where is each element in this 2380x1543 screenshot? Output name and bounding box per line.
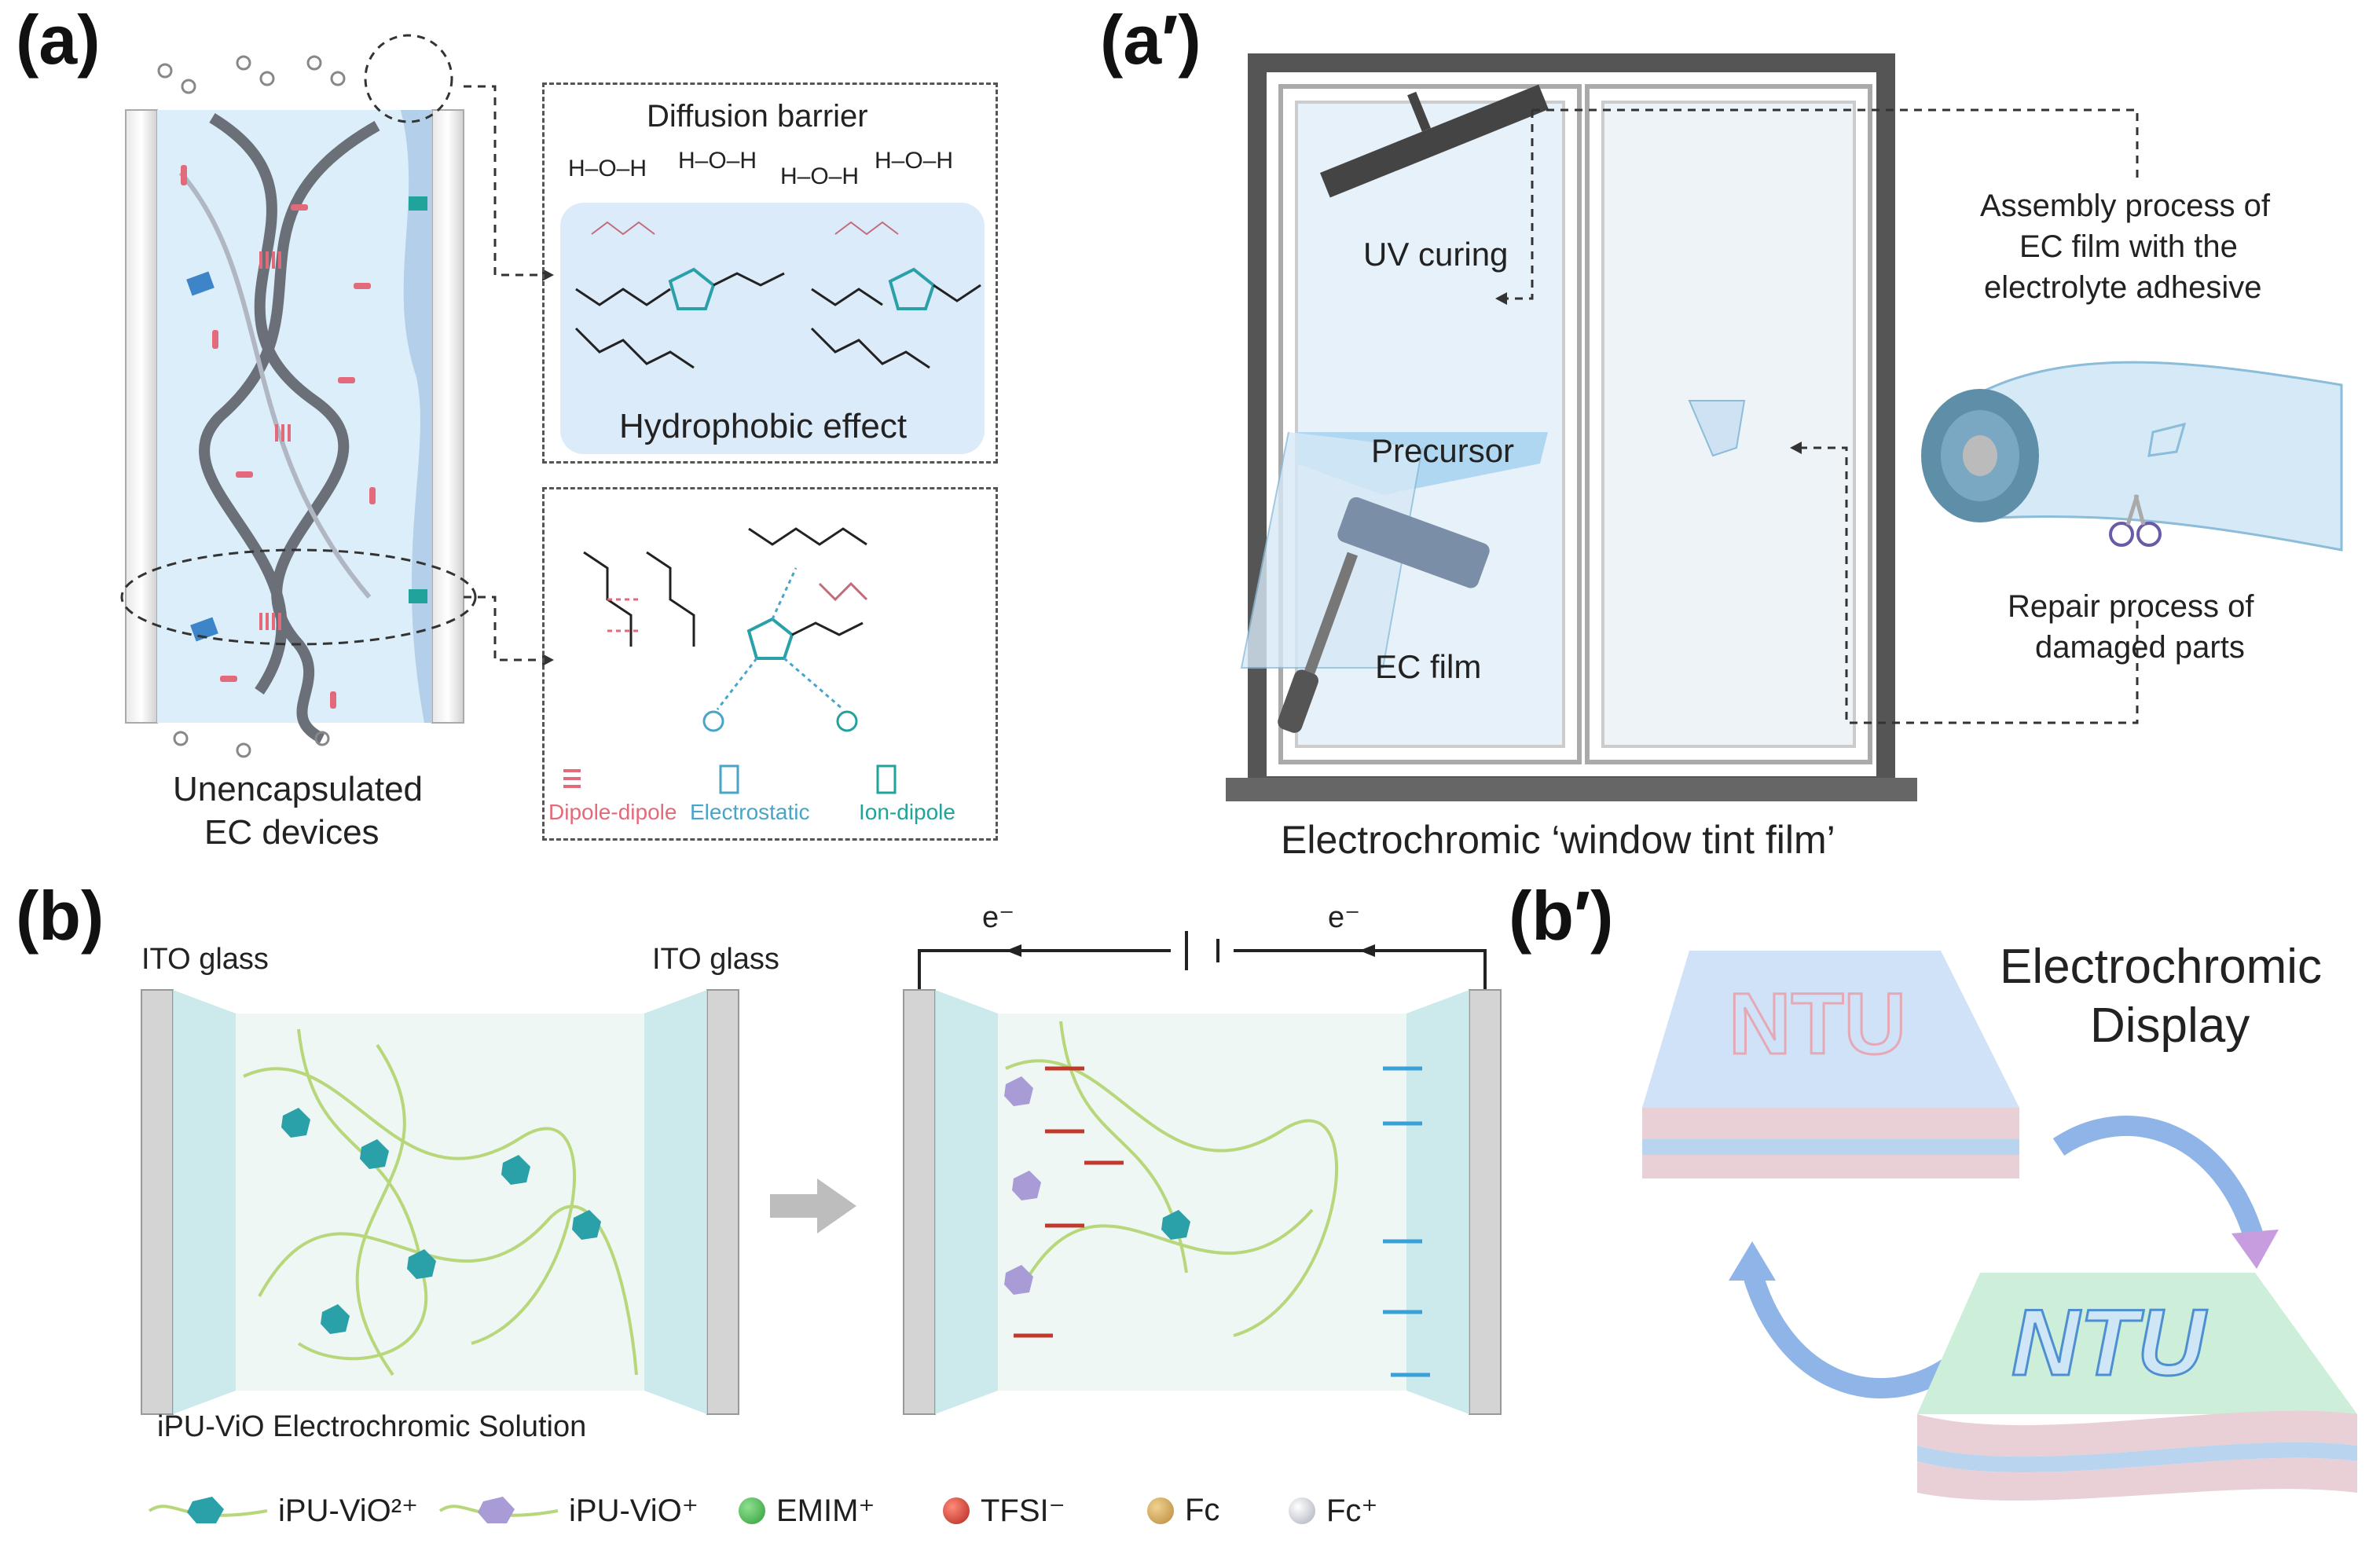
electron-right-label: e⁻ — [1328, 901, 1361, 934]
display-flat-device — [1642, 951, 2019, 1178]
panel-letter-b-prime: (b′) — [1509, 877, 1614, 955]
hydrophobic-effect-label: Hydrophobic effect — [619, 407, 908, 445]
window-callout-arrows — [1495, 108, 2139, 724]
legend-ipu-vio1: iPU-ViO⁺ — [438, 1493, 699, 1529]
legend-fc: Fc — [1147, 1493, 1219, 1528]
transform-arrow-down — [2052, 1116, 2279, 1269]
dipole-dipole-icon — [563, 769, 581, 788]
precursor-label: Precursor — [1371, 432, 1515, 469]
teal-hexagon-icon — [148, 1497, 268, 1523]
diffusion-barrier-title: Diffusion barrier — [647, 99, 868, 134]
ec-cell-after — [903, 931, 1502, 1415]
window-illustration — [1226, 53, 1917, 801]
ito-glass-left-label: ITO glass — [141, 943, 269, 976]
legend-emim-label: EMIM⁺ — [776, 1494, 875, 1528]
ntu-logo-text-flat: NTU — [1727, 975, 1907, 1074]
lilac-hexagon-icon — [438, 1497, 559, 1523]
legend-fc-plus-label: Fc⁺ — [1326, 1494, 1378, 1528]
interactions-box: Dipole-dipole Electrostatic Ion-dipole — [542, 487, 998, 841]
film-roll-illustration — [1921, 361, 2343, 552]
transform-arrow-up — [1729, 1241, 1955, 1398]
ec-cell-before — [141, 989, 739, 1415]
legend-ipu-vio2-label: iPU-ViO²⁺ — [278, 1494, 419, 1528]
process-arrow — [770, 1178, 856, 1233]
panel-letter-a: (a) — [16, 1, 101, 79]
panel-letter-b: (b) — [16, 877, 105, 955]
legend-electrostatic: Electrostatic — [690, 800, 810, 824]
panel-letter-a-prime: (a′) — [1100, 1, 1201, 79]
electron-left-label: e⁻ — [982, 901, 1015, 934]
legend-fc-label: Fc — [1185, 1493, 1220, 1527]
device-caption-line2: EC devices — [204, 813, 380, 852]
ec-film-label: EC film — [1375, 648, 1482, 685]
repair-process-line1: Repair process of — [2008, 589, 2254, 624]
uv-curing-label: UV curing — [1363, 236, 1509, 273]
legend-emim: EMIM⁺ — [739, 1493, 875, 1529]
legend-ipu-vio1-label: iPU-ViO⁺ — [569, 1494, 699, 1528]
green-sphere-icon — [739, 1497, 765, 1524]
assembly-process-line1: Assembly process of — [1980, 189, 2271, 223]
water-molecule: H–O–H — [875, 148, 954, 174]
polymer-structure-top — [560, 203, 985, 454]
interactions-structure — [583, 527, 868, 732]
assembly-process-line2: EC film with the — [2019, 229, 2238, 264]
gold-sphere-icon — [1147, 1497, 1174, 1524]
ito-glass-right-label: ITO glass — [652, 943, 779, 976]
ion-dipole-icon — [876, 764, 897, 794]
silver-sphere-icon — [1289, 1497, 1315, 1524]
electrostatic-icon — [719, 764, 739, 794]
electrochromic-display-title-line1: Electrochromic — [2000, 940, 2322, 994]
display-bent-device — [1917, 1273, 2357, 1501]
legend-tfsi-label: TFSI⁻ — [981, 1494, 1065, 1528]
diffusion-barrier-box: Diffusion barrier H–O–H H–O–H H–O–H H–O–… — [542, 82, 998, 464]
device-caption-line1: Unencapsulated — [173, 770, 424, 808]
assembly-process-line3: electrolyte adhesive — [1984, 270, 2262, 305]
legend-tfsi: TFSI⁻ — [943, 1493, 1065, 1529]
ntu-logo-text-bent: NTU — [2011, 1289, 2207, 1397]
water-molecule: H–O–H — [780, 163, 860, 189]
electrochromic-display-title-line2: Display — [2090, 999, 2250, 1053]
water-molecule: H–O–H — [568, 156, 647, 181]
legend-fc-plus: Fc⁺ — [1289, 1493, 1378, 1529]
callout-arrows-a — [464, 85, 554, 666]
legend-ipu-vio2: iPU-ViO²⁺ — [148, 1493, 419, 1529]
electrochromic-solution-label: iPU-ViO Electrochromic Solution — [157, 1410, 587, 1443]
water-molecule: H–O–H — [678, 148, 757, 174]
repair-process-line2: damaged parts — [2035, 630, 2245, 665]
legend-dipole-dipole: Dipole-dipole — [548, 800, 677, 824]
ec-device-illustration — [120, 34, 477, 758]
window-tint-caption: Electrochromic ‘window tint film’ — [1281, 818, 1835, 862]
red-sphere-icon — [943, 1497, 970, 1524]
legend-ion-dipole: Ion-dipole — [859, 800, 955, 824]
